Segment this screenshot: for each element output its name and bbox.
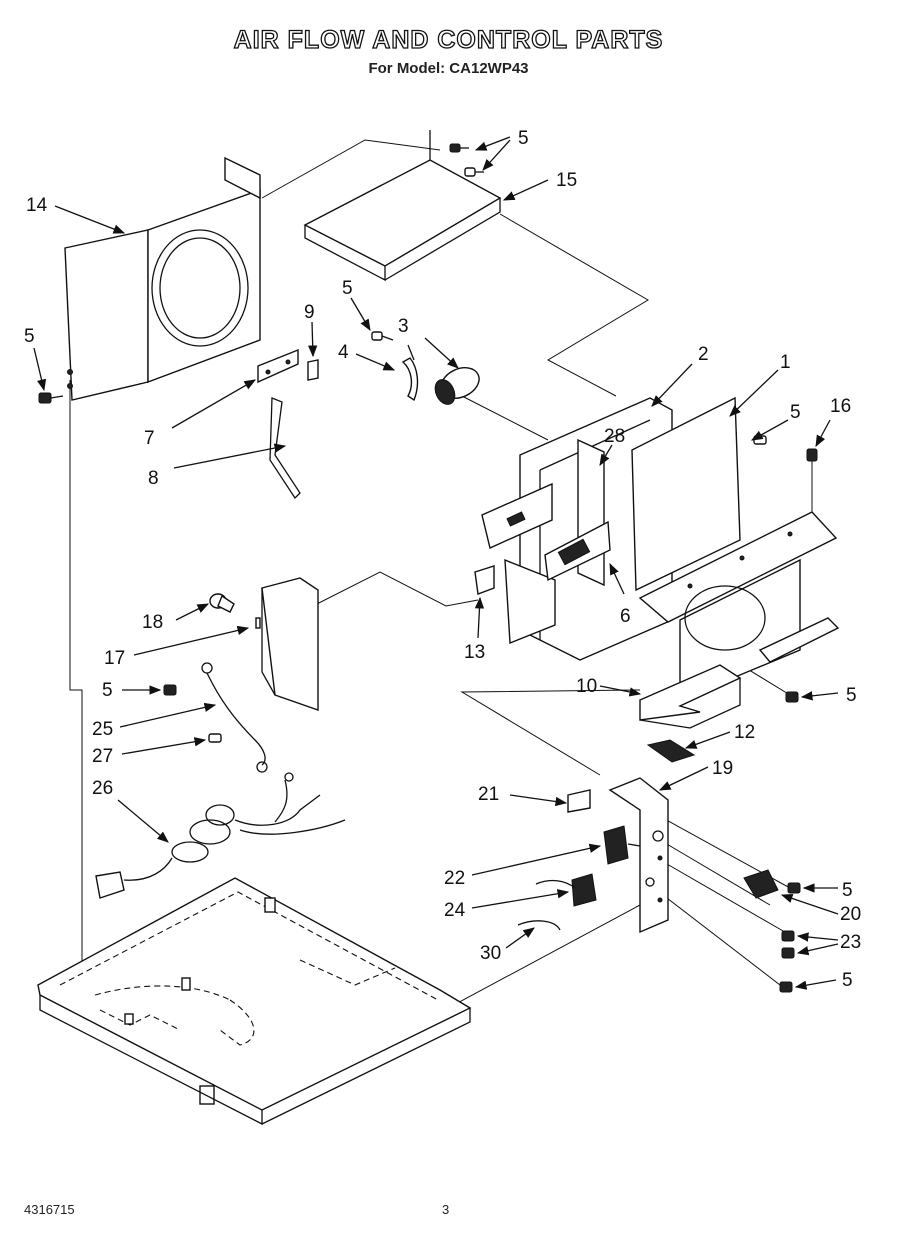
callout-5: 5 <box>842 970 853 991</box>
callout-26: 26 <box>92 778 113 799</box>
part-4-strap <box>401 344 419 402</box>
part-21-clip <box>567 789 591 813</box>
part-16-fan-orifice <box>638 511 840 702</box>
callout-3: 3 <box>398 316 409 337</box>
part-18-bushing <box>209 593 235 613</box>
part-19-bracket <box>608 777 669 934</box>
part-24-thermostat <box>535 873 597 907</box>
leader-arrows <box>33 136 839 990</box>
callout-28: 28 <box>604 426 625 447</box>
callout-30: 30 <box>480 943 501 964</box>
callout-17: 17 <box>104 648 125 669</box>
callout-labels: 5 15 14 5 5 9 3 4 2 1 16 5 7 28 8 6 18 1… <box>24 128 861 991</box>
part-22-switch <box>603 825 641 865</box>
callout-24: 24 <box>444 900 466 921</box>
callout-20: 20 <box>840 904 861 925</box>
model-subtitle: For Model: CA12WP43 <box>368 60 529 77</box>
part-17-bracket <box>255 577 319 711</box>
callout-6: 6 <box>620 606 631 627</box>
callout-21: 21 <box>478 784 499 805</box>
part-26-power-cord <box>95 772 346 899</box>
callout-16: 16 <box>830 396 851 417</box>
callout-19: 19 <box>712 758 733 779</box>
callout-5: 5 <box>846 685 857 706</box>
part-7-bracket <box>257 348 299 384</box>
part-10-drain-tray <box>639 664 742 729</box>
callout-7: 7 <box>144 428 155 449</box>
callout-18: 18 <box>142 612 163 633</box>
part-1-filter <box>631 396 741 592</box>
callout-5: 5 <box>518 128 529 149</box>
document-number: 4316715 <box>24 1202 75 1217</box>
base-pan <box>37 877 472 1126</box>
page-title: AIR FLOW AND CONTROL PARTS <box>233 25 664 54</box>
callout-14: 14 <box>26 195 48 216</box>
callout-22: 22 <box>444 868 465 889</box>
part-6-panel <box>544 520 611 582</box>
part-3-capacitor <box>434 367 480 405</box>
part-13-clip <box>474 565 495 595</box>
part-14-shroud <box>64 156 261 401</box>
callout-25: 25 <box>92 719 113 740</box>
callout-1: 1 <box>780 352 791 373</box>
callout-8: 8 <box>148 468 159 489</box>
callout-23: 23 <box>840 932 861 953</box>
callout-9: 9 <box>304 302 315 323</box>
part-9-clip <box>307 359 319 381</box>
callout-27: 27 <box>92 746 113 767</box>
callout-5: 5 <box>342 278 353 299</box>
callout-5: 5 <box>842 880 853 901</box>
callout-5: 5 <box>790 402 801 423</box>
part-30-tube <box>517 920 561 931</box>
callout-4: 4 <box>338 342 349 363</box>
page-number: 3 <box>442 1202 450 1217</box>
part-8-rod <box>269 397 301 500</box>
part-12-pad <box>646 739 696 763</box>
callout-12: 12 <box>734 722 755 743</box>
part-25-wire <box>201 662 268 773</box>
callout-5: 5 <box>24 326 35 347</box>
part-20-knob <box>743 869 779 899</box>
callout-15: 15 <box>556 170 577 191</box>
callout-5: 5 <box>102 680 113 701</box>
part-15-cover-plate <box>303 130 502 282</box>
callout-10: 10 <box>576 676 597 697</box>
callout-2: 2 <box>698 344 709 365</box>
callout-13: 13 <box>464 642 485 663</box>
